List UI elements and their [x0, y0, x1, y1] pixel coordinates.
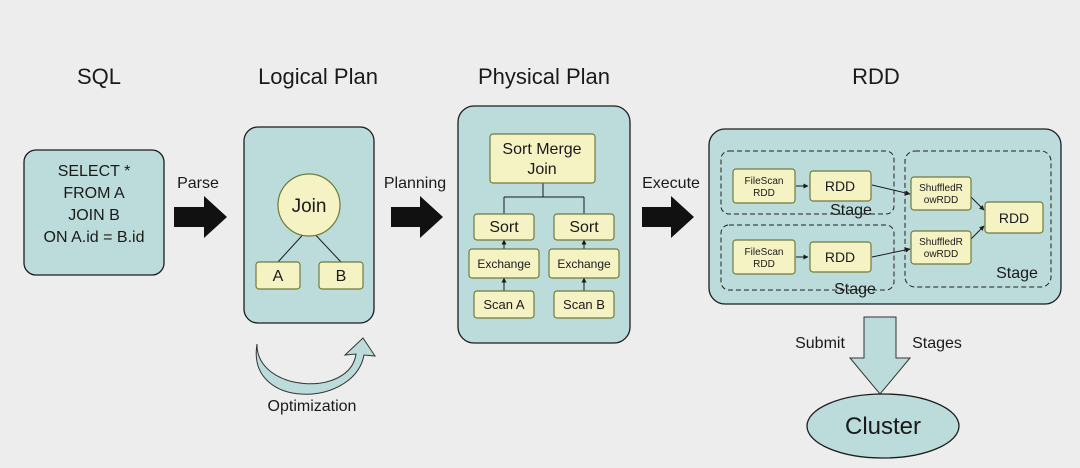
- sort-left-node: [473, 213, 535, 241]
- execute-arrow: [642, 196, 694, 238]
- sort-merge-join-node: [489, 133, 596, 184]
- sort-merge-line1: Sort Merge: [502, 141, 581, 158]
- join-node-label: Join: [292, 196, 327, 217]
- filescan-top-line2: RDD: [753, 188, 775, 199]
- exchange-left-label: Exchange: [477, 257, 531, 271]
- sql-query-box: SELECT * FROM A JOIN B ON A.id = B.id: [23, 149, 165, 276]
- optimization-label: Optimization: [268, 398, 357, 415]
- scan-a-label: Scan A: [483, 297, 525, 312]
- logical-node-b-label: B: [336, 268, 347, 285]
- rdd-final-label: RDD: [999, 210, 1029, 226]
- cluster-node: [806, 393, 960, 459]
- filescan-top-line1: FileScan: [745, 176, 784, 187]
- parse-label: Parse: [177, 175, 219, 192]
- header-rdd: RDD: [852, 64, 900, 89]
- physical-plan-panel: Sort Merge Join Sort Sort Exchange Excha…: [457, 105, 631, 344]
- rdd-bottom-node: [809, 241, 872, 273]
- rdd-top-label: RDD: [825, 178, 855, 194]
- stage-right-boundary: [904, 150, 1052, 288]
- sort-left-label: Sort: [489, 219, 519, 236]
- header-physical-plan: Physical Plan: [478, 64, 610, 89]
- filescan-bottom-line1: FileScan: [745, 247, 784, 258]
- shuffled-rdd-top-node: [910, 176, 972, 211]
- planning-arrow: [391, 196, 443, 238]
- execute-label: Execute: [642, 175, 700, 192]
- sql-line-join: JOIN B: [68, 207, 120, 224]
- parse-arrow: [174, 196, 227, 238]
- exchange-right-label: Exchange: [557, 257, 611, 271]
- sort-merge-line2: Join: [527, 161, 556, 178]
- stage-top-boundary: [720, 150, 895, 215]
- optimization-arrow: [255, 337, 376, 395]
- exchange-left-node: [468, 248, 540, 279]
- join-node: [277, 173, 341, 237]
- scan-b-label: Scan B: [563, 297, 605, 312]
- shuffled-bottom-line1: ShuffledR: [919, 237, 963, 248]
- filescan-rdd-top-node: [732, 168, 796, 204]
- filescan-rdd-bottom-node: [732, 239, 796, 275]
- logical-node-b: [318, 261, 364, 290]
- rdd-final-node: [984, 201, 1044, 234]
- stage-top-label: Stage: [830, 202, 872, 219]
- scan-b-node: [553, 290, 615, 319]
- sql-line-select: SELECT *: [58, 163, 131, 180]
- planning-label: Planning: [384, 175, 446, 192]
- sql-line-from: FROM A: [63, 185, 125, 202]
- stage-right-label: Stage: [996, 265, 1038, 282]
- submit-label: Submit: [795, 335, 845, 352]
- sort-right-node: [553, 213, 615, 241]
- header-sql: SQL: [77, 64, 121, 89]
- submit-stages-arrow: [848, 316, 912, 395]
- header-logical-plan: Logical Plan: [258, 64, 378, 89]
- rdd-bottom-label: RDD: [825, 249, 855, 265]
- rdd-panel: FileScan RDD RDD Stage FileScan RDD RDD …: [708, 128, 1062, 305]
- cluster-label: Cluster: [845, 413, 921, 440]
- sql-line-on: ON A.id = B.id: [44, 229, 145, 246]
- scan-a-node: [473, 290, 535, 319]
- sort-right-label: Sort: [569, 219, 599, 236]
- shuffled-top-line1: ShuffledR: [919, 183, 963, 194]
- logical-plan-panel: Join A B: [243, 126, 375, 324]
- shuffled-top-line2: owRDD: [924, 195, 958, 206]
- stage-bottom-label: Stage: [834, 281, 876, 298]
- logical-node-a: [255, 261, 301, 290]
- filescan-bottom-line2: RDD: [753, 259, 775, 270]
- stages-label: Stages: [912, 335, 962, 352]
- logical-node-a-label: A: [273, 268, 284, 285]
- rdd-top-node: [809, 170, 872, 202]
- shuffled-rdd-bottom-node: [910, 230, 972, 265]
- shuffled-bottom-line2: owRDD: [924, 249, 958, 260]
- stage-bottom-boundary: [720, 224, 895, 291]
- exchange-right-node: [548, 248, 620, 279]
